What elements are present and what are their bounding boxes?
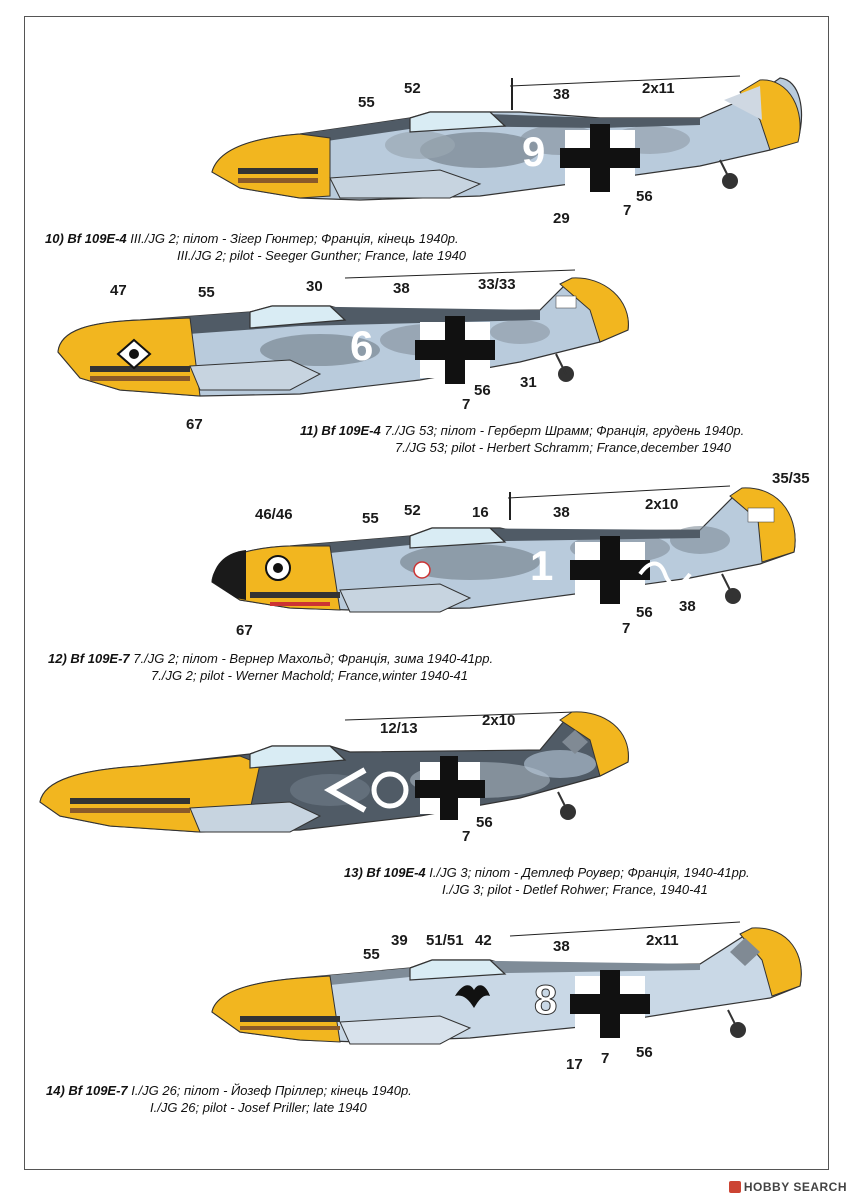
callout-label: 30 bbox=[306, 278, 323, 295]
callout-label: 38 bbox=[553, 86, 570, 103]
callout-label: 67 bbox=[236, 622, 253, 639]
callout-label: 51/51 bbox=[426, 932, 464, 949]
callout-label: 67 bbox=[186, 416, 203, 433]
profile-12: 1 46/46 55 52 16 38 2x10 35/35 67 7 56 3… bbox=[0, 470, 857, 690]
fuselage-code-14: 8 bbox=[533, 976, 558, 1024]
callout-label: 38 bbox=[679, 598, 696, 615]
caption-english: III./JG 2; pilot - Seeger Gunther; Franc… bbox=[177, 248, 467, 263]
callout-label: 7 bbox=[622, 620, 631, 637]
profile-caption: 14) Bf 109E-7 I./JG 26; пілот - Йозеф Пр… bbox=[46, 1082, 412, 1116]
callout-label: 56 bbox=[474, 382, 491, 399]
caption-ukrainian: 7./JG 2; пілот - Вернер Махольд; Франція… bbox=[133, 651, 494, 666]
callout-label: 52 bbox=[404, 502, 421, 519]
callout-label: 31 bbox=[520, 374, 537, 391]
profile-14: 8 55 39 51/51 42 38 2x11 17 7 56 14) Bf … bbox=[0, 910, 857, 1130]
caption-ukrainian: III./JG 2; пілот - Зігер Гюнтер; Франція… bbox=[130, 231, 459, 246]
callout-label: 55 bbox=[358, 94, 375, 111]
caption-english: 7./JG 2; pilot - Werner Machold; France,… bbox=[151, 668, 468, 683]
caption-english: I./JG 26; pilot - Josef Priller; late 19… bbox=[150, 1100, 367, 1115]
sheet-border bbox=[24, 16, 829, 1170]
fuselage-code-12: 1 bbox=[530, 542, 554, 589]
aircraft-designation: 10) Bf 109E-4 bbox=[45, 231, 127, 246]
callout-label: 56 bbox=[476, 814, 493, 831]
aircraft-profile-13 bbox=[39, 711, 629, 833]
profile-caption: 13) Bf 109E-4 I./JG 3; пілот - Детлеф Ро… bbox=[344, 864, 750, 898]
watermark: HOBBY SEARCH bbox=[728, 1180, 847, 1194]
caption-ukrainian: I./JG 3; пілот - Детлеф Роувер; Франція,… bbox=[429, 865, 750, 880]
hobby-search-logo-icon bbox=[728, 1181, 741, 1193]
fuselage-code-10: 9 bbox=[522, 128, 546, 175]
callout-label: 55 bbox=[363, 946, 380, 963]
watermark-text: HOBBY SEARCH bbox=[743, 1180, 847, 1194]
aircraft-profile-12 bbox=[211, 485, 796, 613]
caption-english: I./JG 3; pilot - Detlef Rohwer; France, … bbox=[442, 882, 708, 897]
aircraft-designation: 13) Bf 109E-4 bbox=[344, 865, 426, 880]
profile-caption: 12) Bf 109E-7 7./JG 2; пілот - Вернер Ма… bbox=[48, 650, 493, 684]
aircraft-designation: 11) Bf 109E-4 bbox=[300, 423, 381, 438]
aircraft-profile-11 bbox=[57, 269, 629, 397]
callout-label: 2x10 bbox=[482, 712, 516, 729]
callout-label: 56 bbox=[636, 188, 653, 205]
callout-label: 7 bbox=[462, 396, 471, 413]
callout-label: 56 bbox=[636, 1044, 653, 1061]
aircraft-designation: 12) Bf 109E-7 bbox=[48, 651, 130, 666]
caption-ukrainian: 7./JG 53; пілот - Герберт Шрамм; Франція… bbox=[384, 423, 745, 438]
callout-label: 17 bbox=[566, 1056, 583, 1073]
callout-label: 55 bbox=[362, 510, 379, 527]
fuselage-code-11: 6 bbox=[350, 322, 374, 369]
callout-label: 55 bbox=[198, 284, 215, 301]
profile-caption: 10) Bf 109E-4 III./JG 2; пілот - Зігер Г… bbox=[45, 230, 466, 264]
callout-label: 52 bbox=[404, 80, 421, 97]
profile-10: 9 55 52 38 2x11 7 56 29 10) Bf 109E-4 II… bbox=[0, 0, 857, 270]
aircraft-profile-14 bbox=[211, 921, 802, 1045]
callout-label: 7 bbox=[601, 1050, 610, 1067]
callout-label: 29 bbox=[553, 210, 570, 227]
callout-label: 2x10 bbox=[645, 496, 679, 513]
callout-label: 56 bbox=[636, 604, 653, 621]
callout-label: 33/33 bbox=[478, 276, 516, 293]
callout-label: 2x11 bbox=[642, 80, 675, 97]
callout-label: 38 bbox=[553, 938, 570, 955]
aircraft-designation: 14) Bf 109E-7 bbox=[46, 1083, 128, 1098]
profile-caption: 11) Bf 109E-4 7./JG 53; пілот - Герберт … bbox=[300, 422, 744, 456]
callout-label: 38 bbox=[553, 504, 570, 521]
callout-label: 35/35 bbox=[772, 470, 810, 487]
callout-label: 12/13 bbox=[380, 720, 418, 737]
callout-label: 7 bbox=[623, 202, 632, 219]
callout-label: 39 bbox=[391, 932, 408, 949]
caption-english: 7./JG 53; pilot - Herbert Schramm; Franc… bbox=[395, 440, 731, 455]
callout-label: 42 bbox=[475, 932, 492, 949]
callout-label: 38 bbox=[393, 280, 410, 297]
callout-label: 16 bbox=[472, 504, 489, 521]
callout-label: 2x11 bbox=[646, 932, 679, 949]
callout-label: 7 bbox=[462, 828, 471, 845]
profile-11: 6 47 55 30 38 33/33 67 7 56 31 11) Bf 10… bbox=[0, 269, 857, 470]
callout-label: 47 bbox=[110, 282, 127, 299]
profile-13: 12/13 2x10 7 56 13) Bf 109E-4 I./JG 3; п… bbox=[0, 690, 857, 910]
caption-ukrainian: I./JG 26; пілот - Йозеф Пріллер; кінець … bbox=[131, 1083, 412, 1098]
aircraft-profile-10 bbox=[211, 75, 803, 201]
callout-label: 46/46 bbox=[255, 506, 293, 523]
